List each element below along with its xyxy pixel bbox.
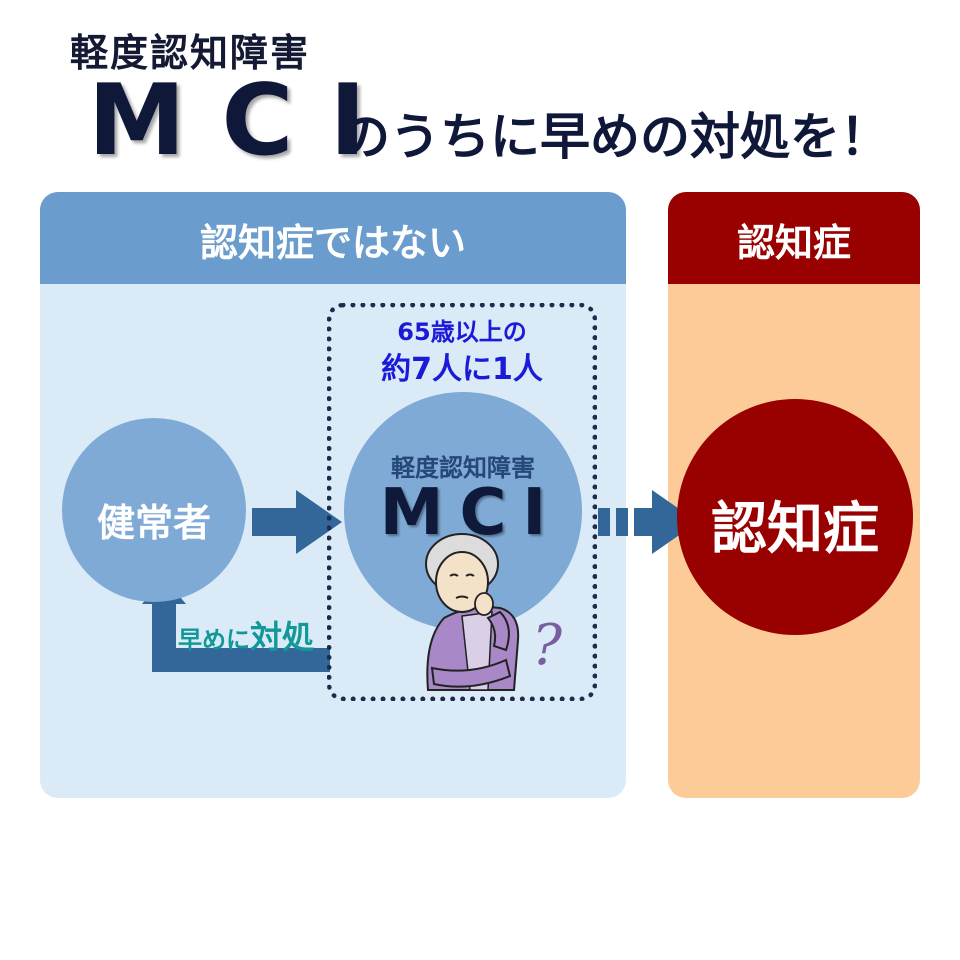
healthy-label: 健常者: [96, 501, 211, 545]
mci-dotted-box: [327, 303, 597, 701]
return-arrow: [152, 600, 330, 672]
tagline: のうちに早めの対処を！: [340, 108, 890, 166]
dementia-label: 認知症: [711, 497, 879, 562]
dementia-panel-header: [668, 192, 920, 284]
prevalence-line-1: 65歳以上の: [397, 318, 527, 346]
mci-to-dementia-dash-3: [634, 508, 652, 536]
healthy-to-mci-arrow-head: [296, 490, 342, 554]
question-mark-glyph: ?: [532, 613, 563, 678]
early-action-label: 早めに対処: [178, 612, 314, 658]
mci-heading: MCI: [88, 64, 402, 178]
mci-to-dementia-dash-2: [616, 508, 628, 536]
healthy-circle: [62, 418, 246, 602]
dementia-circle: [677, 399, 913, 635]
mci-to-dementia-dash-1: [598, 508, 610, 536]
not-dementia-title: 認知症ではない: [199, 221, 466, 265]
prevalence-line-2: 約7人に1人: [381, 352, 543, 387]
subtitle: 軽度認知障害: [70, 31, 311, 75]
mci-to-dementia-arrow-head: [652, 490, 698, 554]
healthy-to-mci-arrow-shaft: [252, 508, 296, 536]
mci-circle-subtitle: 軽度認知障害: [391, 454, 535, 482]
early-action-small: 早めに: [178, 626, 250, 654]
dementia-title: 認知症: [736, 221, 851, 265]
not-dementia-panel-header: [40, 192, 626, 284]
early-action-big: 対処: [250, 618, 315, 656]
